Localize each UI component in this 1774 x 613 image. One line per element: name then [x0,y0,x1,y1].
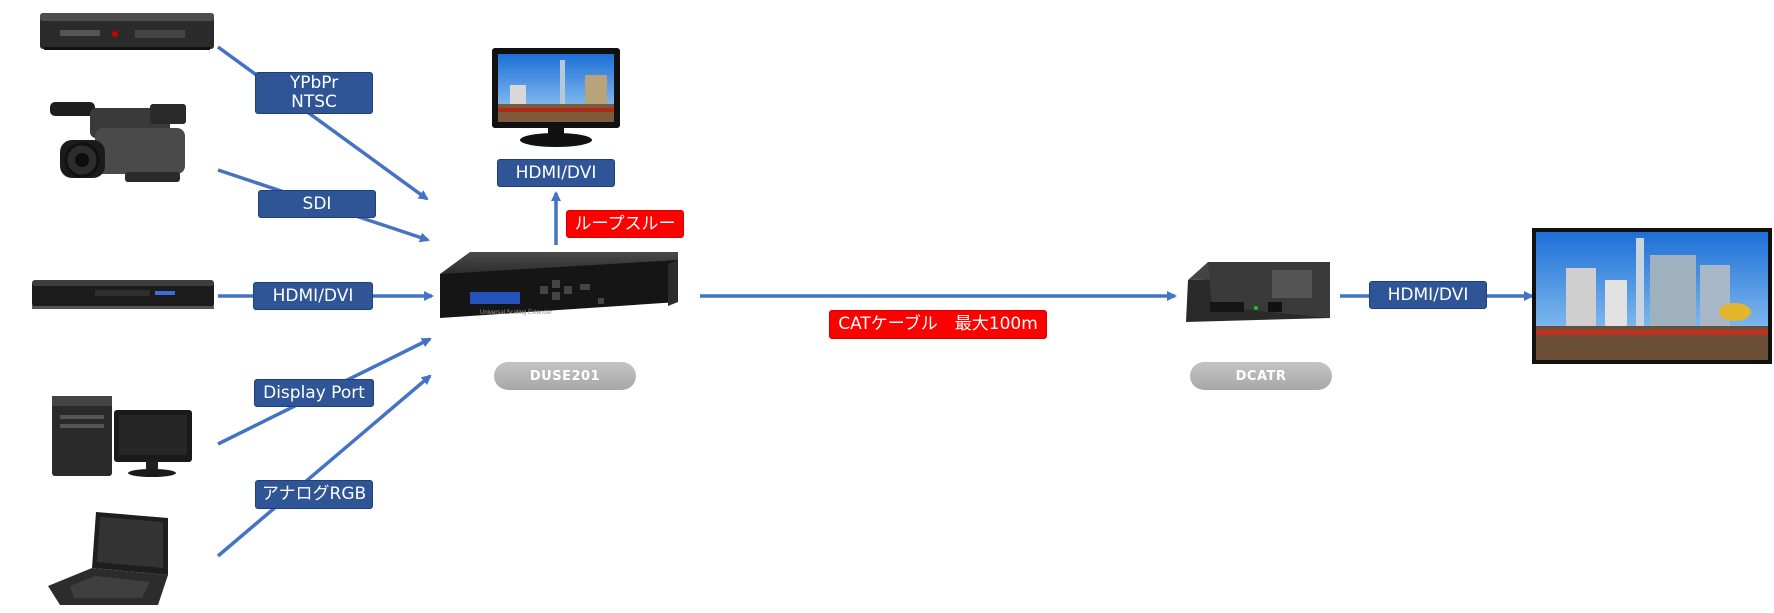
duse201-name-badge: DUSE201 [494,362,636,390]
label-hdmi-dvi-output: HDMI/DVI [1369,281,1487,309]
label-hdmi-dvi-monitor: HDMI/DVI [497,159,615,187]
arrow-analog-rgb [216,374,432,558]
dcatr-device-icon [1186,262,1330,322]
label-loop-through: ループスルー [566,210,684,238]
label-cat-cable: CATケーブル 最大100m [829,310,1047,339]
set-top-box-icon [40,13,214,50]
tv-display-icon [1532,228,1772,364]
camcorder-icon [50,102,186,182]
dvd-player-icon [32,280,214,309]
laptop-icon [48,512,168,605]
duse201-face-text: Universal Scaling Extender [480,310,552,316]
arrow-ypbpr [216,45,429,201]
monitor-icon [492,48,620,147]
label-ypbpr-ntsc: YPbPr NTSC [255,72,373,114]
label-sdi: SDI [258,190,376,218]
label-hdmi-dvi-input: HDMI/DVI [253,282,373,310]
label-display-port: Display Port [254,379,374,407]
label-analog-rgb: アナログRGB [255,480,373,509]
desktop-pc-icon [52,396,192,477]
duse201-device-icon [440,252,678,318]
dcatr-name-badge: DCATR [1190,362,1332,390]
